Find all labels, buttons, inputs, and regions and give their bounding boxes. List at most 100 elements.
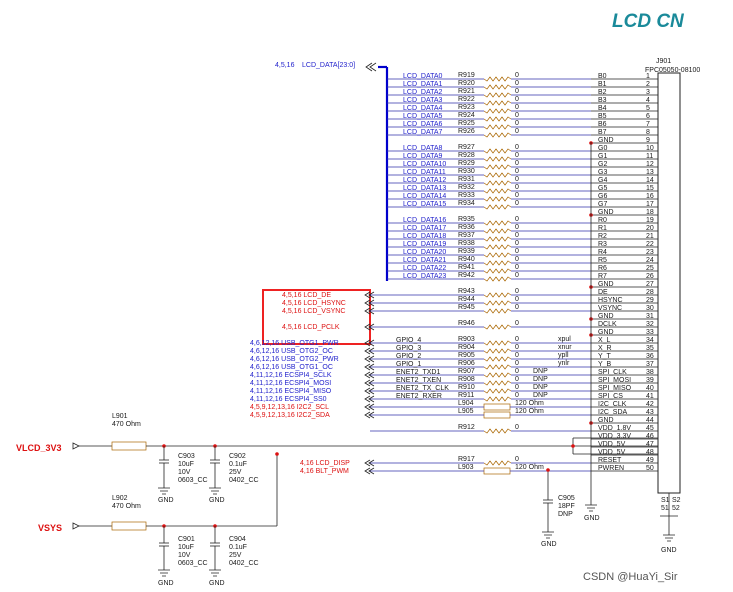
- resistor-ref: R942: [458, 272, 475, 279]
- net-label: LCD_DATA8: [403, 145, 443, 152]
- off-page-icon: [364, 355, 375, 363]
- ground-icon: [542, 531, 554, 539]
- net-label: ENET2_TXD1: [396, 369, 440, 376]
- resistor-symbol: [483, 236, 512, 242]
- pin-number: 43: [646, 409, 654, 416]
- resistor-value: 0: [515, 264, 519, 271]
- resistor-symbol: [483, 292, 512, 298]
- pin-number: 36: [646, 353, 654, 360]
- svg-text:S2: S2: [672, 497, 681, 504]
- resistor-symbol: [483, 260, 512, 266]
- pin-label: RESET: [598, 457, 622, 464]
- off-page-icon: [364, 339, 375, 347]
- svg-text:0402_CC: 0402_CC: [229, 560, 259, 567]
- svg-text:GND: GND: [209, 497, 225, 504]
- resistor-ref: R920: [458, 80, 475, 87]
- pin-number: 41: [646, 393, 654, 400]
- ground-icon: [209, 569, 221, 577]
- pin-label: GND: [598, 313, 614, 320]
- svg-text:0.1uF: 0.1uF: [229, 544, 247, 551]
- pin-number: 11: [646, 153, 653, 160]
- resistor-value: 0: [515, 392, 519, 399]
- pin-label: G6: [598, 193, 607, 200]
- svg-text:DNP: DNP: [558, 511, 573, 518]
- pin-label: G0: [598, 145, 607, 152]
- off-page-icon: [364, 291, 375, 299]
- resistor-value: 0: [515, 272, 519, 279]
- pin-number: 24: [646, 257, 654, 264]
- resistor-symbol: [483, 180, 512, 186]
- pin-number: 19: [646, 217, 654, 224]
- resistor-symbol: [483, 340, 512, 346]
- resistor-symbol: [483, 388, 512, 394]
- resistor-note: DNP: [533, 384, 548, 391]
- resistor-value: 0: [515, 96, 519, 103]
- resistor-value: 0: [515, 376, 519, 383]
- resistor-ref: R907: [458, 368, 475, 375]
- pin-number: 28: [646, 289, 654, 296]
- resistor-ref: R923: [458, 104, 475, 111]
- arrow-icon: [72, 442, 80, 450]
- pin-label: Y_B: [598, 361, 612, 368]
- pin-label: G1: [598, 153, 607, 160]
- pin-label: B6: [598, 121, 607, 128]
- pin-number: 16: [646, 193, 654, 200]
- ground-icon: [209, 487, 221, 495]
- inductor-symbol: [483, 467, 511, 475]
- resistor-symbol: [483, 116, 512, 122]
- net-label: LCD_DATA0: [403, 73, 443, 80]
- svg-text:C902: C902: [229, 453, 246, 460]
- resistor-value: 0: [515, 200, 519, 207]
- resistor-symbol: [483, 172, 512, 178]
- pin-number: 33: [646, 329, 654, 336]
- off-page-icon: [364, 459, 375, 467]
- net-label: LCD_DATA11: [403, 169, 446, 176]
- pin-number: 4: [646, 97, 650, 104]
- signal-label: ypll: [558, 352, 569, 359]
- resistor-value: 0: [515, 232, 519, 239]
- net-label: GPIO_4: [396, 337, 421, 344]
- shield-ground: S1 S2 51 52 GND: [660, 493, 681, 554]
- resistor-symbol: [483, 132, 512, 138]
- pin-number: 37: [646, 361, 654, 368]
- resistor-value: 0: [515, 352, 519, 359]
- pin-label: G4: [598, 177, 607, 184]
- resistor-value: 0: [515, 296, 519, 303]
- net-label: LCD_DATA17: [403, 225, 446, 232]
- resistor-value: 0: [515, 168, 519, 175]
- pin-number: 40: [646, 385, 654, 392]
- resistor-ref: R919: [458, 72, 475, 79]
- gpio-signal-label: 4,11,12,16 ECSPI4_SS0: [250, 396, 327, 403]
- resistor-symbol: [483, 84, 512, 90]
- svg-text:25V: 25V: [229, 552, 242, 559]
- pin-label: VSYNC: [598, 305, 622, 312]
- resistor-ref: R910: [458, 384, 475, 391]
- resistor-ref: R924: [458, 112, 475, 119]
- resistor-value: 0: [515, 456, 519, 463]
- net-label: LCD_DATA7: [403, 129, 443, 136]
- pin-label: B3: [598, 97, 607, 104]
- pin-label: I2C_SDA: [598, 409, 628, 416]
- pin-label: Y_T: [598, 353, 612, 360]
- control-signal-label: 4,5,16 LCD_HSYNC: [282, 300, 346, 307]
- pin-label: X_R: [598, 345, 612, 352]
- resistor-ref: R928: [458, 152, 475, 159]
- pin-label: VDD_5V: [598, 441, 626, 448]
- pin-label: B7: [598, 129, 607, 136]
- net-label: LCD_DATA16: [403, 217, 446, 224]
- pin-number: 48: [646, 449, 654, 456]
- net-label: LCD_DATA3: [403, 97, 443, 104]
- net-label: LCD_DATA12: [403, 177, 446, 184]
- pin-number: 9: [646, 137, 650, 144]
- off-page-icon: [364, 395, 375, 403]
